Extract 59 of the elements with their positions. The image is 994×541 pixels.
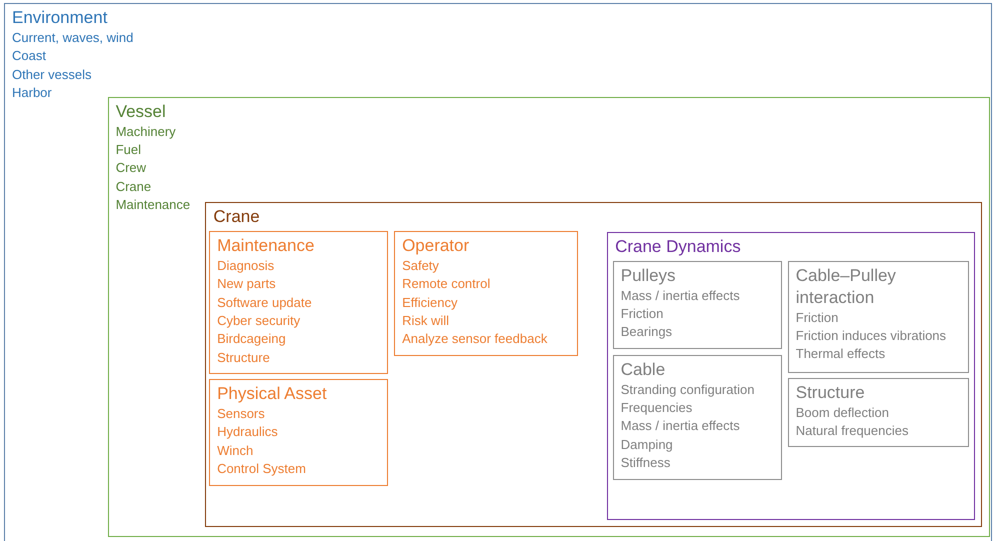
list-item: Frequencies: [620, 399, 694, 418]
group-box: [209, 231, 388, 374]
list-item: Fuel: [116, 140, 142, 159]
list-item: Software update: [217, 294, 313, 312]
box-heading: Environment: [12, 7, 108, 29]
box-heading: Cable: [620, 358, 666, 381]
list-item: Coast: [12, 47, 47, 66]
box-heading: Vessel: [116, 100, 167, 123]
group-box: [788, 260, 969, 373]
list-item: Maintenance: [116, 196, 192, 214]
group-box: [612, 354, 782, 480]
list-item: Control System: [217, 460, 307, 478]
list-item: Analyze sensor feedback: [402, 330, 548, 348]
list-item: Current, waves, wind: [12, 29, 134, 47]
list-item: Damping: [620, 436, 674, 454]
list-item: Stranding configuration: [620, 380, 756, 399]
list-item: Efficiency: [402, 294, 458, 312]
list-item: Safety: [402, 257, 440, 276]
box-heading: Physical Asset: [217, 383, 328, 406]
list-item: Sensors: [217, 405, 266, 424]
list-item: Birdcageing: [217, 330, 287, 348]
list-item: Thermal effects: [796, 345, 886, 364]
list-item: Crane: [116, 178, 152, 196]
box-heading: Crane Dynamics: [615, 236, 742, 258]
list-item: Mass / inertia effects: [620, 286, 741, 305]
list-item: Crew: [116, 159, 148, 178]
box-heading: Crane: [213, 206, 261, 228]
list-item: Natural frequencies: [796, 422, 910, 440]
list-item: Other vessels: [12, 66, 92, 84]
group-box: [788, 378, 969, 447]
list-item: Machinery: [116, 122, 177, 141]
list-item: Cyber security: [217, 312, 302, 330]
list-item: Mass / inertia effects: [620, 417, 741, 436]
list-item: New parts: [217, 275, 277, 294]
list-item: Structure: [217, 348, 271, 367]
group-box: [205, 202, 982, 528]
list-item: Friction induces vibrations: [796, 327, 948, 346]
group-box: [394, 231, 578, 356]
group-box: [209, 379, 388, 486]
list-item: Boom deflection: [796, 404, 890, 422]
list-item: Diagnosis: [217, 257, 276, 276]
list-item: Bearings: [620, 323, 674, 342]
list-item: Winch: [217, 442, 254, 460]
box-heading: Maintenance: [217, 235, 316, 258]
list-item: Risk will: [402, 312, 450, 330]
box-heading: Pulleys: [620, 264, 677, 287]
list-item: Stiffness: [620, 454, 672, 472]
box-heading: Operator: [402, 235, 470, 258]
list-item: Remote control: [402, 275, 492, 294]
box-heading: Cable–Pulley interaction: [796, 264, 897, 309]
group-box: [108, 96, 990, 537]
box-heading: Structure: [796, 382, 866, 404]
group-box: [612, 260, 782, 349]
group-box: [607, 232, 976, 520]
list-item: Friction: [796, 308, 840, 327]
list-item: Hydraulics: [217, 423, 279, 442]
list-item: Friction: [620, 305, 664, 324]
group-box: [4, 3, 992, 541]
list-item: Harbor: [12, 84, 53, 102]
